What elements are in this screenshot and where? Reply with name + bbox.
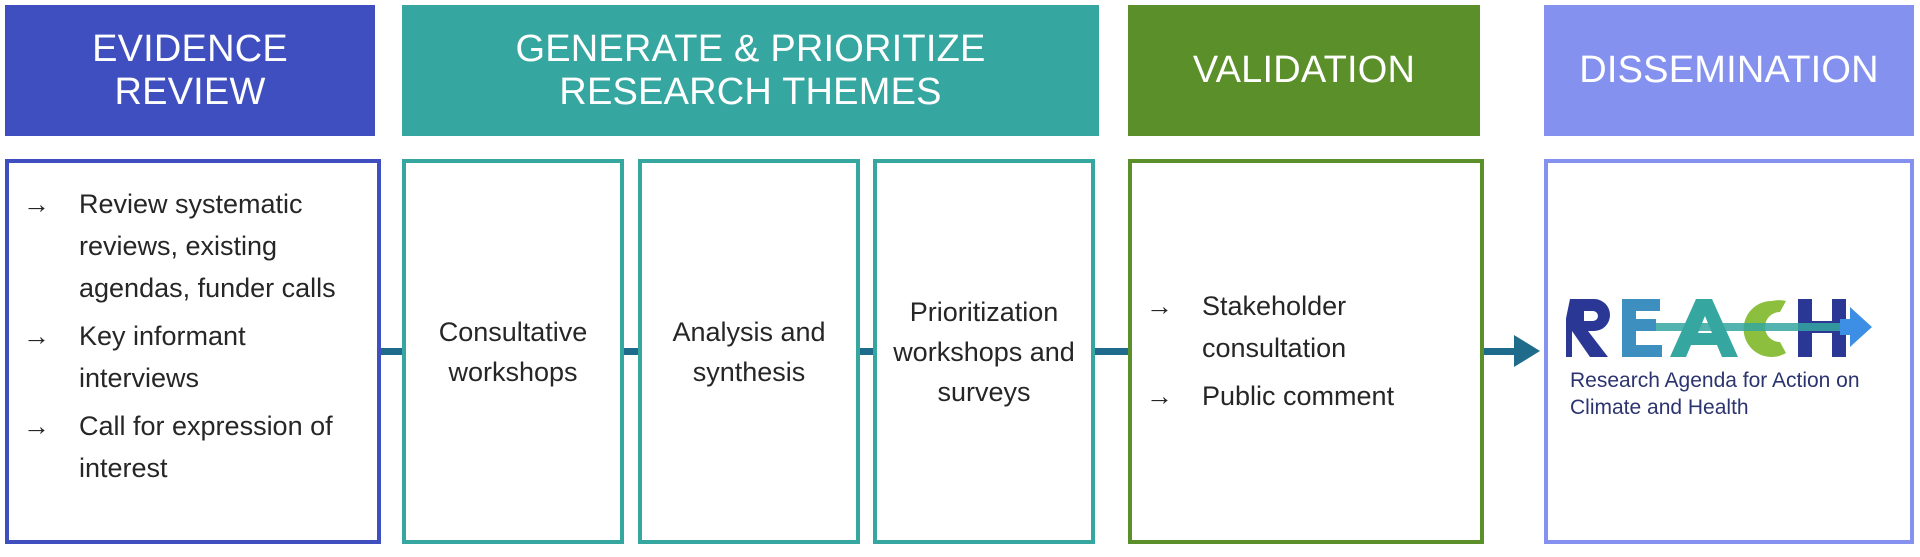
reach-logo: Research Agenda for Action on Climate an… (1548, 293, 1910, 421)
validation-box: → Stakeholder consultation → Public comm… (1128, 159, 1484, 544)
reach-tagline: Research Agenda for Action on Climate an… (1570, 369, 1860, 419)
arrow-right-icon (1514, 335, 1540, 367)
header-line: REVIEW (114, 70, 266, 113)
reach-logo-icon (1566, 299, 1872, 357)
header-line: VALIDATION (1192, 49, 1416, 92)
header-dissemination: DISSEMINATION (1544, 5, 1914, 136)
list-item: → Call for expression of interest (23, 405, 363, 489)
header-line: EVIDENCE (92, 27, 288, 70)
list-item-text: Stakeholder consultation (1202, 291, 1347, 363)
bullet-arrow-icon: → (1146, 381, 1173, 411)
list-item: → Public comment (1146, 375, 1466, 417)
bullet-arrow-icon: → (23, 189, 50, 219)
connector-line (858, 348, 875, 355)
bullet-arrow-icon: → (23, 321, 50, 351)
connector-line (624, 348, 640, 355)
validation-list: → Stakeholder consultation → Public comm… (1132, 163, 1480, 417)
header-evidence-review: EVIDENCE REVIEW (5, 5, 375, 136)
connector-line (1093, 348, 1129, 355)
step-label: Prioritization workshops and surveys (893, 296, 1075, 407)
bullet-arrow-icon: → (1146, 291, 1173, 321)
header-generate-prioritize: GENERATE & PRIORITIZE RESEARCH THEMES (402, 5, 1099, 136)
list-item: → Stakeholder consultation (1146, 285, 1466, 369)
header-validation: VALIDATION (1128, 5, 1480, 136)
list-item-text: Key informant interviews (79, 321, 246, 393)
step-label: Analysis and synthesis (672, 316, 826, 387)
dissemination-box: Research Agenda for Action on Climate an… (1544, 159, 1914, 544)
consultative-workshops-box: Consultative workshops (402, 159, 624, 544)
connector-line (1484, 348, 1516, 355)
header-line: DISSEMINATION (1579, 49, 1879, 92)
list-item: → Key informant interviews (23, 315, 363, 399)
evidence-review-list: → Review systematic reviews, existing ag… (9, 163, 377, 489)
header-line: RESEARCH THEMES (559, 70, 942, 113)
header-line: GENERATE & PRIORITIZE (515, 27, 986, 70)
bullet-arrow-icon: → (23, 411, 50, 441)
connector-line (379, 348, 406, 355)
prioritization-workshops-box: Prioritization workshops and surveys (873, 159, 1095, 544)
list-item-text: Review systematic reviews, existing agen… (79, 189, 336, 303)
list-item: → Review systematic reviews, existing ag… (23, 183, 363, 309)
evidence-review-box: → Review systematic reviews, existing ag… (5, 159, 381, 544)
step-label: Consultative workshops (438, 316, 588, 387)
analysis-synthesis-box: Analysis and synthesis (638, 159, 860, 544)
list-item-text: Public comment (1202, 381, 1395, 411)
list-item-text: Call for expression of interest (79, 411, 333, 483)
